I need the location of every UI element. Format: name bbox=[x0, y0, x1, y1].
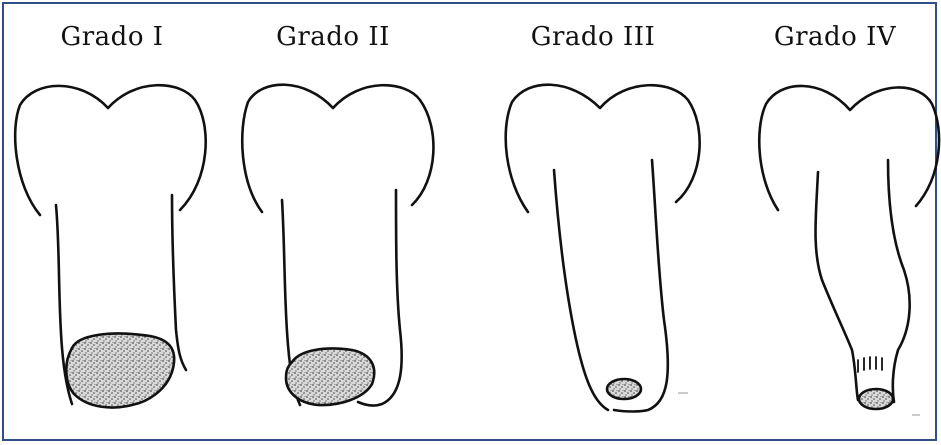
grade-1-lesion bbox=[66, 333, 174, 407]
grade-4-lesion bbox=[859, 389, 893, 409]
grade-3-left-wall bbox=[554, 170, 608, 410]
grade-3-head-outline bbox=[506, 85, 700, 212]
grade-1-drawing bbox=[15, 85, 206, 407]
grade-3-lesion bbox=[607, 379, 641, 399]
grade-4-right-wall bbox=[888, 160, 910, 402]
grade-1-right-wall bbox=[172, 195, 186, 370]
grade-4-drawing bbox=[759, 86, 939, 409]
grade-2-lesion bbox=[286, 349, 374, 406]
grade-4-head-outline bbox=[759, 86, 939, 210]
grade-2-head-outline bbox=[242, 85, 433, 212]
grade-4-left-wall bbox=[816, 172, 859, 400]
grade-2-drawing bbox=[242, 85, 433, 406]
grade-4-neck-hatching bbox=[858, 357, 882, 372]
grade-1-head-outline bbox=[15, 85, 206, 215]
grade-3-right-wall bbox=[614, 160, 668, 412]
grade-3-drawing bbox=[506, 85, 700, 412]
